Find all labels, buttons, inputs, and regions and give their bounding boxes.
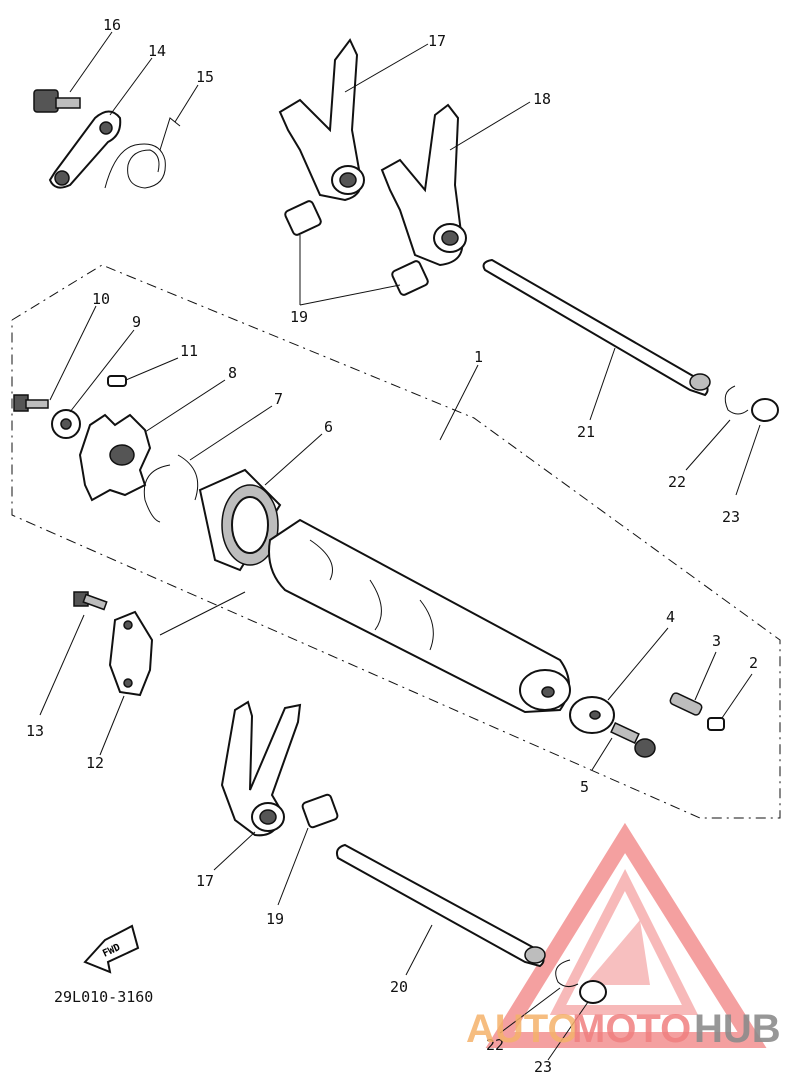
shift-drum	[268, 518, 571, 714]
drawing-code: 29L010-3160	[54, 988, 153, 1006]
part-17-fork-bottom	[220, 700, 302, 837]
part-7-circlip	[143, 464, 171, 523]
part-19-pin-c	[301, 793, 339, 829]
part-14-lever	[48, 110, 122, 189]
callout-5: 5	[580, 778, 589, 796]
callout-17-top: 17	[428, 32, 446, 50]
part-9-washer	[51, 409, 81, 439]
part-11-pin	[107, 375, 127, 387]
watermark-logo	[485, 822, 767, 1048]
watermark-part1: AUTO	[466, 1007, 579, 1051]
callout-8: 8	[228, 364, 237, 382]
callout-16: 16	[103, 16, 121, 34]
part-20-shaft	[335, 843, 546, 968]
callout-6: 6	[324, 418, 333, 436]
callout-14: 14	[148, 42, 166, 60]
part-13-screw	[73, 591, 108, 611]
watermark-part2: MOTO	[572, 1007, 691, 1051]
callout-2: 2	[749, 654, 758, 672]
callout-22-bottom: 22	[486, 1036, 504, 1054]
callout-15: 15	[196, 68, 214, 86]
callout-13: 13	[26, 722, 44, 740]
callout-23-top: 23	[722, 508, 740, 526]
callout-19-bottom: 19	[266, 910, 284, 928]
callout-12: 12	[86, 754, 104, 772]
callout-1: 1	[474, 348, 483, 366]
watermark-part3: HUB	[694, 1007, 781, 1051]
assembly-outline	[11, 264, 781, 819]
callout-19-top: 19	[290, 308, 308, 326]
part-5-bolt	[610, 721, 656, 758]
part-8-segment	[78, 413, 152, 502]
leader-lines	[39, 31, 761, 1061]
callout-11: 11	[180, 342, 198, 360]
callout-18: 18	[533, 90, 551, 108]
callout-17-bottom: 17	[196, 872, 214, 890]
part-22-circlip-top	[724, 385, 749, 415]
part-19-pin-a	[284, 200, 322, 236]
part-18-fork	[380, 103, 467, 267]
part-23-cap-bottom	[579, 980, 607, 1004]
part-6-bearing	[198, 468, 282, 572]
part-3-spring	[669, 692, 703, 716]
part-10-screw	[13, 394, 49, 412]
callout-3: 3	[712, 632, 721, 650]
part-17-fork-top	[278, 38, 365, 202]
callout-20: 20	[390, 978, 408, 996]
part-21-shaft	[482, 258, 711, 397]
callout-9: 9	[132, 313, 141, 331]
part-4-washer	[569, 696, 615, 734]
part-12-plate	[108, 610, 154, 697]
watermark-text: AUTO MOTO HUB	[466, 1007, 781, 1051]
part-16-bolt	[33, 89, 81, 113]
callout-21: 21	[577, 423, 595, 441]
callout-7: 7	[274, 390, 283, 408]
part-23-cap-top	[751, 398, 779, 422]
part-22-circlip-bottom	[555, 959, 579, 988]
callout-23-bottom: 23	[534, 1058, 552, 1076]
callout-22-top: 22	[668, 473, 686, 491]
callout-10: 10	[92, 290, 110, 308]
part-19-pin-b	[391, 260, 429, 296]
part-15-spring	[104, 117, 181, 189]
part-2-pin	[707, 717, 725, 731]
callout-4: 4	[666, 608, 675, 626]
fwd-arrow-icon: FWD	[83, 924, 140, 974]
